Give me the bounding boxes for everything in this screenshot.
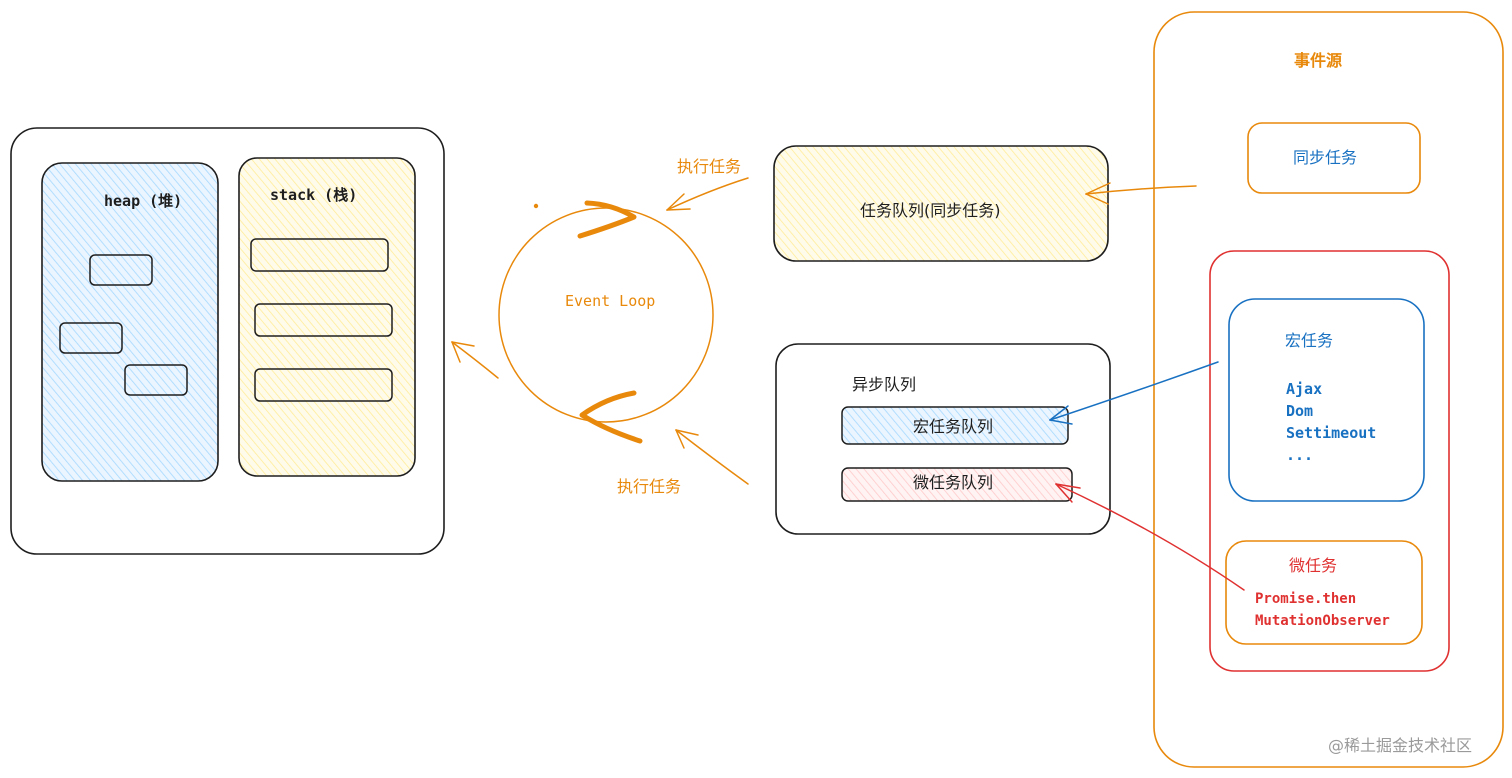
exec-task-top-label: 执行任务 xyxy=(677,157,742,176)
sync-task-box xyxy=(1247,122,1421,194)
memory-container xyxy=(10,127,445,555)
arrow-exec-bottom xyxy=(675,429,749,485)
heap-box xyxy=(41,162,219,482)
stack-frame xyxy=(250,238,389,272)
stack-box xyxy=(238,157,416,477)
macro-item-settimeout: Settimeout xyxy=(1286,424,1377,442)
exec-task-bottom-label: 执行任务 xyxy=(617,477,682,496)
heap-object xyxy=(89,254,153,286)
heap-object xyxy=(124,364,188,396)
micro-task-title: 微任务 xyxy=(1289,556,1338,575)
macro-task-box xyxy=(1228,298,1425,502)
heap-label: heap (堆) xyxy=(104,192,183,210)
stack-label: stack (栈) xyxy=(270,186,358,204)
stack-frame xyxy=(254,303,393,337)
sync-task-label: 同步任务 xyxy=(1293,148,1358,167)
async-task-group xyxy=(1209,250,1450,672)
heap-object xyxy=(59,322,123,354)
macro-queue-label: 宏任务队列 xyxy=(913,417,994,436)
watermark: @稀土掘金技术社区 xyxy=(1328,736,1473,755)
async-queue-title: 异步队列 xyxy=(852,375,917,394)
async-queue-box xyxy=(775,343,1111,535)
micro-task-box xyxy=(1225,540,1423,645)
event-loop-label: Event Loop xyxy=(565,292,656,310)
macro-item-ellipsis: ... xyxy=(1286,446,1314,464)
arrow-macro-to-queue xyxy=(1049,361,1219,425)
micro-queue-box xyxy=(841,467,1073,502)
event-source-title: 事件源 xyxy=(1294,51,1343,70)
macro-queue-box xyxy=(841,406,1069,445)
micro-item-mutation-observer: MutationObserver xyxy=(1255,613,1390,629)
event-source-box xyxy=(1153,11,1504,768)
macro-item-ajax: Ajax xyxy=(1286,380,1323,398)
stack-frame xyxy=(254,368,393,402)
macro-task-title: 宏任务 xyxy=(1285,331,1334,350)
sync-queue-label: 任务队列(同步任务) xyxy=(860,201,1001,220)
macro-item-dom: Dom xyxy=(1286,402,1314,420)
arrow-to-memory xyxy=(451,341,499,379)
micro-queue-label: 微任务队列 xyxy=(913,473,994,492)
event-loop xyxy=(498,200,714,444)
micro-item-promise: Promise.then xyxy=(1255,591,1357,607)
arrow-micro-to-queue xyxy=(1055,483,1245,591)
arrow-exec-top xyxy=(666,177,749,211)
arrow-sync-to-queue xyxy=(1085,182,1197,205)
